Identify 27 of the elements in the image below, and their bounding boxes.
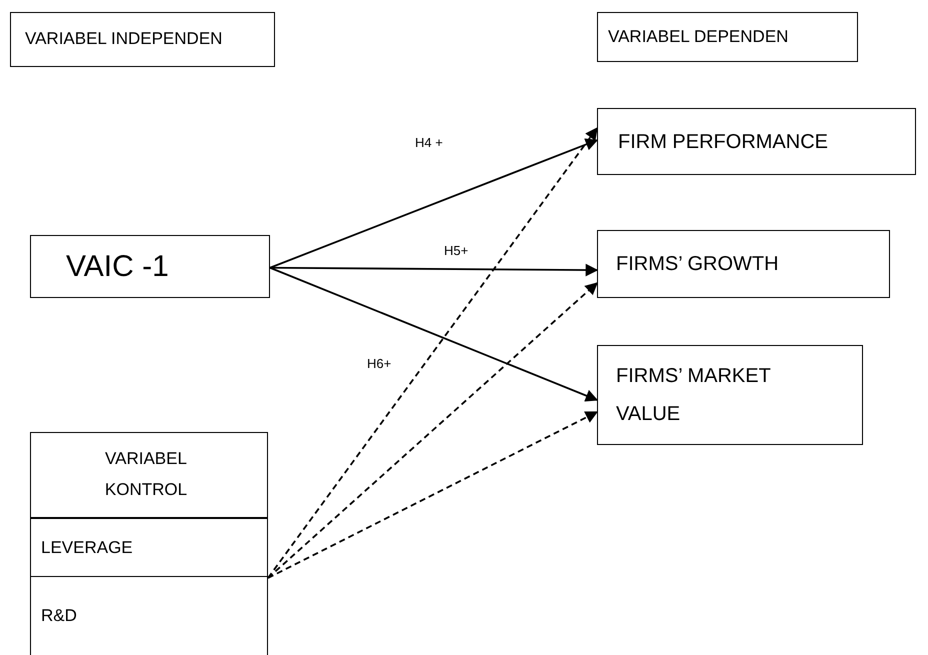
arrow <box>268 411 598 579</box>
variable-box <box>10 12 275 67</box>
box-label: VARIABEL INDEPENDEN <box>25 29 222 50</box>
box-label: VARIABEL DEPENDEN <box>608 26 788 48</box>
box-label: VARIABEL KONTROL <box>104 448 188 501</box>
arrow <box>270 138 598 269</box>
box-label: VAIC -1 <box>66 248 169 284</box>
box-label: LEVERAGE <box>41 538 133 558</box>
box-label: FIRM PERFORMANCE <box>618 130 828 154</box>
variable-box <box>597 345 863 445</box>
variable-box <box>30 432 268 518</box>
arrow <box>270 266 598 402</box>
variable-box <box>597 230 890 298</box>
arrow <box>267 282 598 579</box>
variable-box <box>597 108 916 175</box>
box-label: R&D <box>41 606 77 626</box>
arrow <box>267 127 598 579</box>
variable-box <box>30 235 270 298</box>
edge-label: H4 + <box>413 135 445 150</box>
box-label: FIRMS’ MARKET VALUE <box>616 364 772 427</box>
box-label: FIRMS’ GROWTH <box>616 252 779 276</box>
arrow <box>270 264 598 276</box>
variable-box <box>30 576 268 655</box>
variable-box <box>597 12 858 62</box>
edge-label: H6+ <box>365 356 394 371</box>
edge-label: H5+ <box>442 243 470 258</box>
variable-box <box>30 518 268 578</box>
